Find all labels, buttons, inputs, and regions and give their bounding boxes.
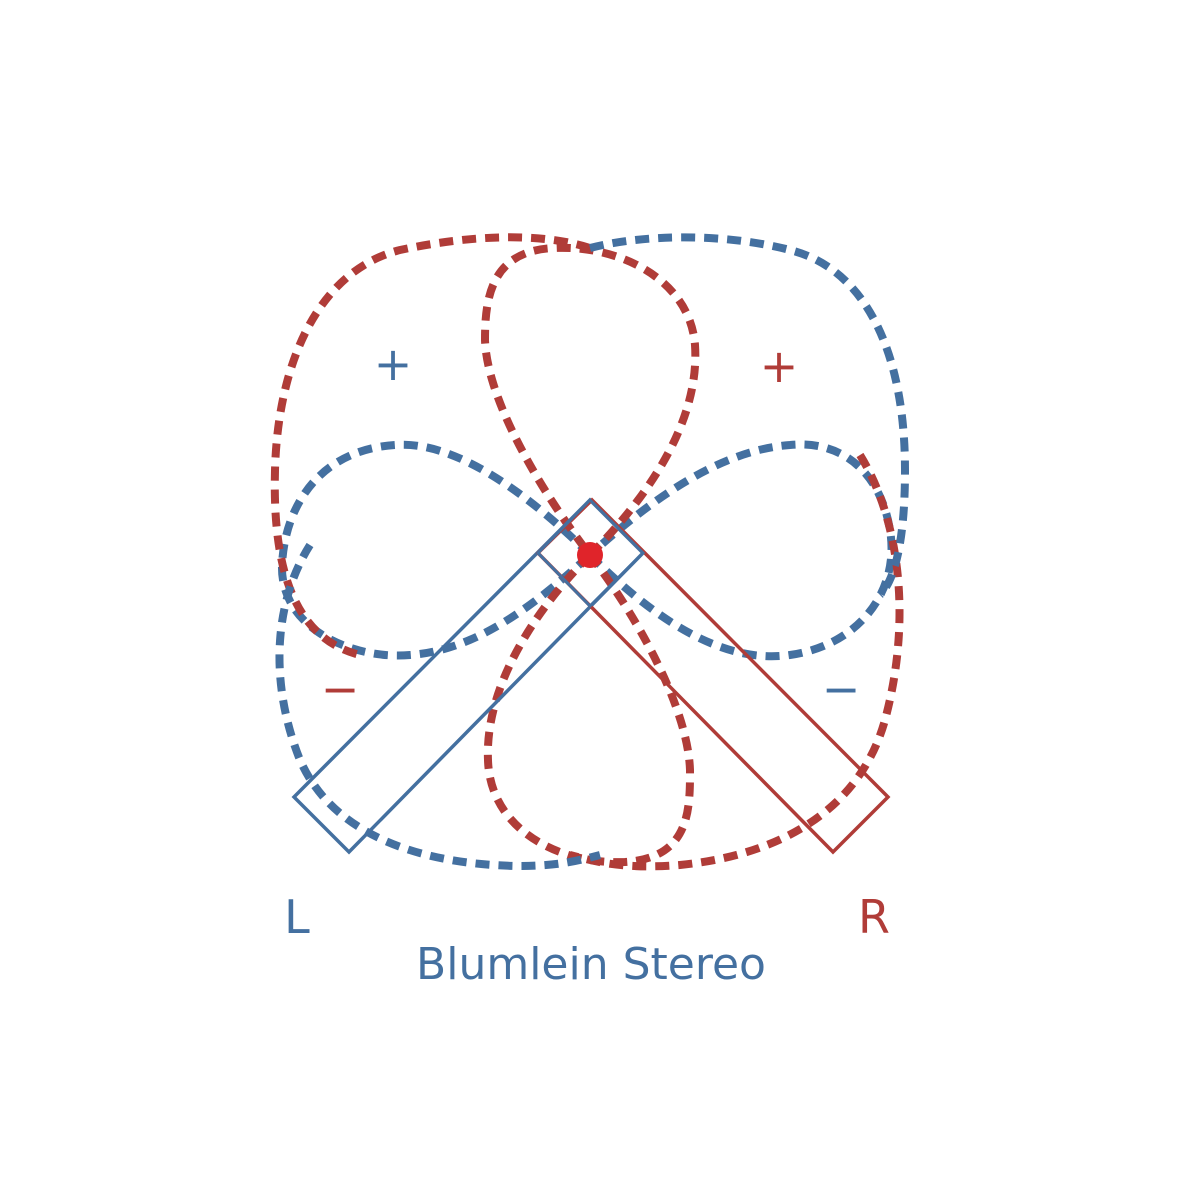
left-envelope bbox=[588, 233, 910, 598]
left-positive-sign: + bbox=[374, 337, 413, 391]
left-channel-label: L bbox=[284, 890, 310, 944]
right-envelope-lower bbox=[569, 452, 904, 871]
right-positive-lobe bbox=[480, 243, 700, 562]
center-point bbox=[577, 542, 603, 568]
capsule-overlap bbox=[535, 497, 646, 609]
right-channel-label: R bbox=[858, 890, 890, 944]
left-negative-lobe bbox=[584, 440, 896, 661]
diagram-title: Blumlein Stereo bbox=[416, 939, 766, 990]
right-negative-lobe bbox=[483, 548, 695, 867]
right-negative-sign: − bbox=[822, 662, 861, 716]
left-positive-lobe bbox=[277, 440, 596, 660]
right-positive-sign: + bbox=[760, 339, 799, 393]
left-envelope-lower bbox=[275, 542, 601, 871]
right-envelope bbox=[270, 233, 592, 659]
left-negative-sign: − bbox=[321, 662, 360, 716]
